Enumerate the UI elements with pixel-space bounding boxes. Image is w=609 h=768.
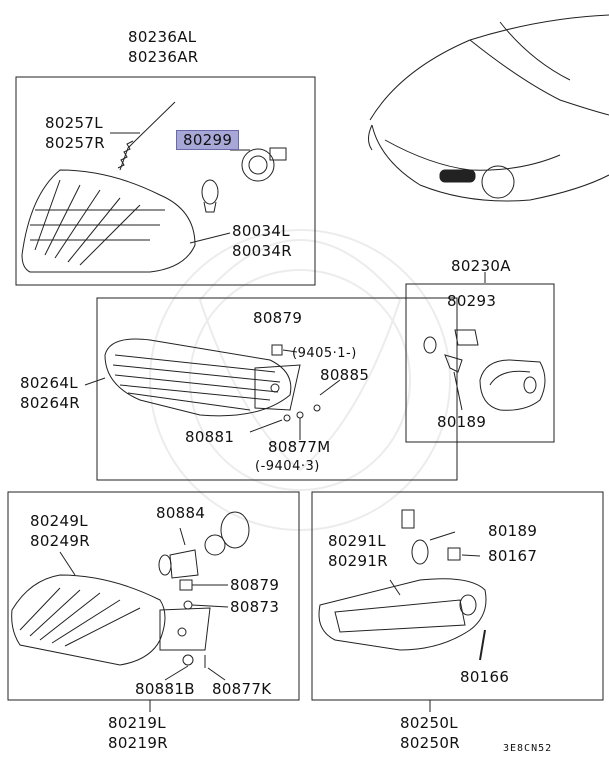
car-outline bbox=[368, 14, 609, 202]
label-lens-right: 80034R bbox=[232, 242, 292, 260]
label-turn-washer: 80873 bbox=[230, 598, 280, 616]
label-grille-clip: 80879 bbox=[253, 309, 303, 327]
label-grille-bolt: 80877M bbox=[268, 438, 331, 456]
label-fog-bulb: 80189 bbox=[488, 522, 538, 540]
label-grille-screw: 80885 bbox=[320, 366, 370, 384]
label-assembly-right: 80236AR bbox=[128, 48, 199, 66]
label-fog-assembly-right: 80291R bbox=[328, 552, 388, 570]
figure-code: 3E8CN52 bbox=[503, 743, 553, 754]
grille-lamp-drawing bbox=[104, 338, 321, 440]
label-grille-nut: 80881 bbox=[185, 428, 235, 446]
label-fog-bottom-right: 80250R bbox=[400, 734, 460, 752]
label-side-marker-bulb: 80189 bbox=[437, 413, 487, 431]
label-fog-clip: 80167 bbox=[488, 547, 538, 565]
label-grille-assembly-right: 80264R bbox=[20, 394, 80, 412]
label-turn-nut: 80881B bbox=[135, 680, 195, 698]
label-spring-right: 80257R bbox=[45, 134, 105, 152]
headlamp-lens-drawing bbox=[21, 169, 196, 273]
frame-fog-lamp-group bbox=[311, 491, 604, 701]
label-grille-bolt-note: (-9404·3) bbox=[255, 459, 320, 474]
bulb-socket-drawing bbox=[201, 147, 287, 213]
label-turn-bottom-right: 80219R bbox=[108, 734, 168, 752]
label-fog-bottom-left: 80250L bbox=[400, 714, 458, 732]
label-side-marker-bracket: 80293 bbox=[447, 292, 497, 310]
frame-side-marker-group bbox=[405, 283, 555, 443]
label-assembly-left: 80236AL bbox=[128, 28, 197, 46]
label-fog-assembly-left: 80291L bbox=[328, 532, 386, 550]
label-turn-bolt: 80877K bbox=[212, 680, 272, 698]
frame-grille-lamp-group bbox=[96, 297, 458, 481]
label-turn-socket: 80884 bbox=[156, 504, 206, 522]
label-turn-assembly-left: 80249L bbox=[30, 512, 88, 530]
label-grille-assembly-left: 80264L bbox=[20, 374, 78, 392]
label-side-marker-assembly: 80230A bbox=[451, 257, 511, 275]
frame-headlamp-group bbox=[15, 76, 316, 286]
label-turn-clip: 80879 bbox=[230, 576, 280, 594]
side-marker-drawing bbox=[423, 329, 546, 411]
label-spring-left: 80257L bbox=[45, 114, 103, 132]
label-bulb-highlighted[interactable]: 80299 bbox=[176, 130, 240, 150]
turn-signal-drawing bbox=[11, 511, 250, 668]
label-grille-clip-note: (9405·1-) bbox=[292, 346, 357, 361]
fog-lamp-drawing bbox=[318, 509, 487, 661]
label-lens-left: 80034L bbox=[232, 222, 290, 240]
label-fog-screw: 80166 bbox=[460, 668, 510, 686]
label-turn-assembly-right: 80249R bbox=[30, 532, 90, 550]
spring-drawing bbox=[117, 101, 176, 171]
watermark-logo bbox=[149, 229, 451, 531]
frame-turn-signal-group bbox=[7, 491, 300, 701]
label-turn-bottom-left: 80219L bbox=[108, 714, 166, 732]
